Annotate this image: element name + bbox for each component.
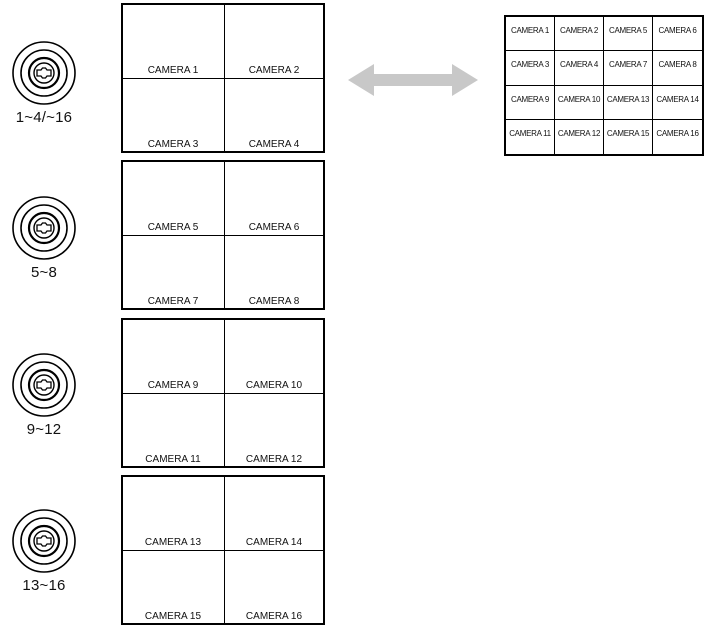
camera-label: CAMERA 15 bbox=[144, 611, 202, 622]
camera-cell: CAMERA 7 bbox=[604, 51, 653, 86]
connector-label: 9~12 bbox=[26, 421, 62, 438]
camera-label: CAMERA 9 bbox=[147, 380, 199, 391]
camera-cell: CAMERA 8 bbox=[653, 51, 702, 86]
camera-cell: CAMERA 14 bbox=[653, 86, 702, 120]
camera-label: CAMERA 5 bbox=[147, 222, 199, 233]
camera-cell: CAMERA 2 bbox=[555, 17, 604, 52]
quad-view-2: CAMERA 5 CAMERA 6 CAMERA 7 CAMERA 8 bbox=[121, 160, 325, 310]
camera-cell: CAMERA 13 bbox=[604, 85, 653, 120]
quad-view-4: CAMERA 13 CAMERA 14 CAMERA 15 CAMERA 16 bbox=[121, 475, 325, 625]
divider bbox=[123, 235, 323, 236]
camera-label: CAMERA 12 bbox=[245, 454, 303, 465]
camera-cell: CAMERA 1 bbox=[506, 17, 555, 52]
camera-label: CAMERA 1 bbox=[147, 65, 199, 76]
camera-label: CAMERA 8 bbox=[248, 296, 300, 307]
camera-cell: CAMERA 12 bbox=[555, 119, 604, 154]
camera-label: CAMERA 4 bbox=[248, 139, 300, 150]
connector-group-3: 9~12 bbox=[6, 352, 82, 438]
camera-label: CAMERA 7 bbox=[147, 296, 199, 307]
split16-view: CAMERA 1 CAMERA 2 CAMERA 5 CAMERA 6 CAME… bbox=[504, 15, 704, 156]
divider bbox=[123, 393, 323, 394]
camera-cell: CAMERA 4 bbox=[555, 51, 604, 86]
camera-cell: CAMERA 11 bbox=[506, 119, 555, 154]
connector-group-4: 13~16 bbox=[6, 508, 82, 594]
connector-group-1: 1~4/~16 bbox=[6, 40, 82, 126]
divider bbox=[123, 78, 323, 79]
divider bbox=[123, 550, 323, 551]
camera-label: CAMERA 13 bbox=[144, 537, 202, 548]
connector-label: 1~4/~16 bbox=[15, 109, 73, 126]
camera-label: CAMERA 16 bbox=[245, 611, 303, 622]
connector-label: 13~16 bbox=[22, 577, 66, 594]
camera-cell: CAMERA 5 bbox=[604, 17, 653, 52]
camera-label: CAMERA 2 bbox=[248, 65, 300, 76]
double-arrow-icon bbox=[348, 64, 478, 96]
bnc-connector-icon bbox=[12, 353, 76, 417]
camera-label: CAMERA 14 bbox=[245, 537, 303, 548]
quad-view-1: CAMERA 1 CAMERA 2 CAMERA 3 CAMERA 4 bbox=[121, 3, 325, 153]
camera-label: CAMERA 10 bbox=[245, 380, 303, 391]
camera-cell: CAMERA 3 bbox=[506, 51, 555, 86]
bnc-connector-icon bbox=[12, 196, 76, 260]
camera-cell: CAMERA 6 bbox=[653, 17, 702, 52]
bnc-connector-icon bbox=[12, 41, 76, 105]
camera-label: CAMERA 3 bbox=[147, 139, 199, 150]
connector-label: 5~8 bbox=[30, 264, 58, 281]
camera-cell: CAMERA 15 bbox=[604, 119, 653, 154]
camera-cell: CAMERA 10 bbox=[555, 85, 604, 120]
quad-view-3: CAMERA 9 CAMERA 10 CAMERA 11 CAMERA 12 bbox=[121, 318, 325, 468]
camera-label: CAMERA 6 bbox=[248, 222, 300, 233]
camera-label: CAMERA 11 bbox=[145, 454, 201, 465]
camera-cell: CAMERA 9 bbox=[506, 85, 555, 120]
connector-group-2: 5~8 bbox=[6, 195, 82, 281]
camera-cell: CAMERA 16 bbox=[656, 128, 699, 138]
bnc-connector-icon bbox=[12, 509, 76, 573]
